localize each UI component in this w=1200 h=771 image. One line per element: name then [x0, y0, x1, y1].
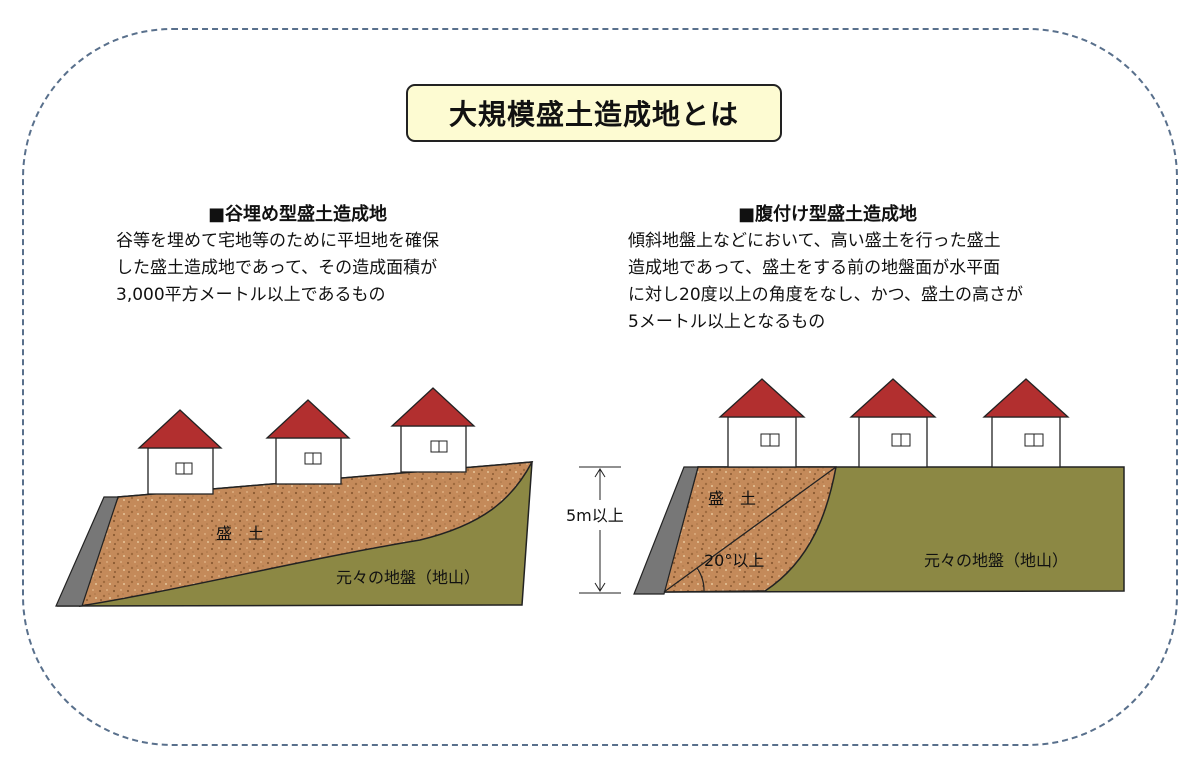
- right-heading: ■腹付け型盛土造成地: [738, 204, 918, 225]
- dashed-frame: [22, 28, 1178, 746]
- page-title: 大規模盛土造成地とは: [406, 84, 782, 142]
- fill-label-left: 盛 土: [216, 524, 264, 543]
- house: [137, 409, 223, 495]
- fill-label-right: 盛 土: [708, 489, 756, 508]
- left-heading: ■谷埋め型盛土造成地: [208, 204, 388, 225]
- right-description-line: 5メートル以上となるもの: [628, 312, 826, 332]
- house: [718, 378, 806, 468]
- right-description: 傾斜地盤上などにおいて、高い盛土を行った盛土 造成地であって、盛土をする前の地盤…: [628, 228, 1023, 336]
- ground-label-right: 元々の地盤（地山）: [924, 551, 1068, 570]
- fill-soil-left: [78, 461, 534, 607]
- house: [265, 399, 351, 485]
- left-description-line: した盛土造成地であって、その造成面積が: [116, 258, 438, 278]
- height-label: 5m以上: [566, 506, 624, 525]
- angle-label: 20°以上: [704, 551, 764, 570]
- house: [390, 387, 476, 473]
- right-description-line: 造成地であって、盛土をする前の地盤面が水平面: [628, 258, 1001, 278]
- slope-line: [663, 466, 837, 593]
- side-fill-diagram: 盛 土 20°以上 元々の地盤（地山） 5m以上: [566, 378, 1125, 595]
- valley-fill-diagram: 盛 土 元々の地盤（地山）: [55, 387, 534, 607]
- house: [849, 378, 937, 468]
- house: [982, 378, 1070, 468]
- left-description-line: 谷等を埋めて宅地等のために平坦地を確保: [116, 231, 439, 251]
- left-description: 谷等を埋めて宅地等のために平坦地を確保 した盛土造成地であって、その造成面積が …: [116, 228, 439, 309]
- ground-label-left: 元々の地盤（地山）: [336, 568, 480, 587]
- retaining-wall-left: [55, 496, 119, 607]
- right-description-line: 傾斜地盤上などにおいて、高い盛土を行った盛土: [628, 231, 1001, 251]
- right-description-line: に対し20度以上の角度をなし、かつ、盛土の高さが: [628, 285, 1023, 305]
- left-description-line: 3,000平方メートル以上であるもの: [116, 285, 386, 305]
- height-dimension: [579, 466, 621, 594]
- angle-arc: [696, 567, 705, 593]
- retaining-wall-right: [633, 466, 699, 595]
